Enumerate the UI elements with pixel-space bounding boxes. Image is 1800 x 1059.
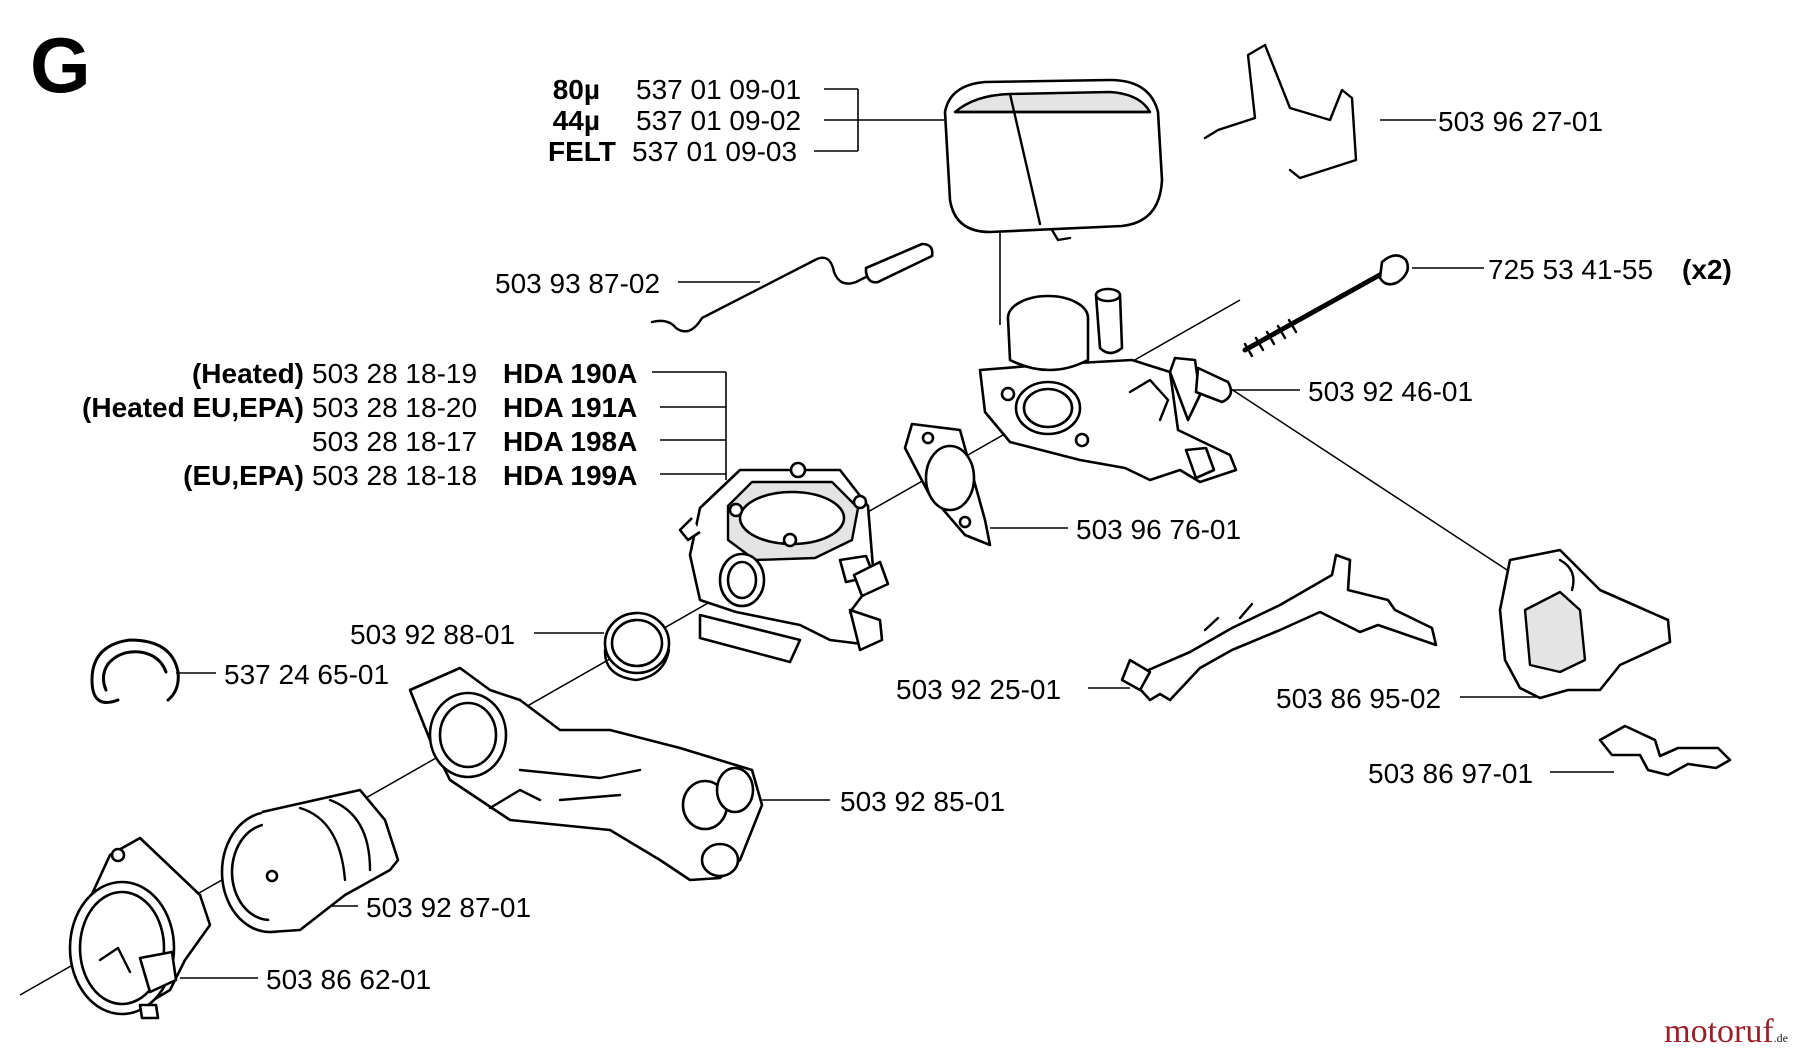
part-number-label[interactable]: 537 01 09-03 [632, 136, 798, 167]
carburetor-model-label: HDA 191A [503, 392, 638, 423]
part-number-label[interactable]: 503 28 18-19 [312, 358, 478, 389]
carburetor-variant-note: (Heated) [191, 358, 304, 389]
part-number-label[interactable]: 503 96 27-01 [1438, 106, 1604, 137]
circlip-part [90, 638, 180, 704]
carburetor-part [678, 461, 890, 664]
carburetor-variant-note: (Heated EU,EPA) [82, 392, 304, 423]
throttle-lever-part [1120, 553, 1438, 702]
filter-grade-label: 80µ [552, 74, 600, 105]
part-number-label[interactable]: 503 28 18-18 [312, 460, 478, 491]
bolt-part [1242, 254, 1410, 358]
filter-grade-label: 44µ [552, 105, 600, 136]
watermark-brand: motoruf [1664, 1013, 1774, 1050]
part-number-label[interactable]: 503 86 62-01 [266, 964, 432, 995]
watermark-tld: .de [1773, 1031, 1788, 1045]
carburetor-model-label: HDA 199A [503, 460, 638, 491]
gasket-part [903, 422, 992, 547]
section-letter: G [30, 21, 91, 109]
part-number-label[interactable]: 537 01 09-02 [636, 105, 802, 136]
intake-boot-part [220, 788, 400, 934]
carburetor-flange-part [68, 836, 212, 1020]
filter-grade-label: FELT [548, 136, 616, 167]
part-number-label[interactable]: 503 92 85-01 [840, 786, 1006, 817]
carburetor-variant-note: (EU,EPA) [183, 460, 304, 491]
part-number-label[interactable]: 503 28 18-20 [312, 392, 478, 423]
part-number-label[interactable]: 503 92 46-01 [1308, 376, 1474, 407]
spring-plate-part [1598, 724, 1732, 777]
part-number-label[interactable]: 503 92 88-01 [350, 619, 516, 650]
part-number-label[interactable]: 503 28 18-17 [312, 426, 478, 457]
watermark: motoruf.de [1664, 1013, 1788, 1051]
part-number-label[interactable]: 503 92 25-01 [896, 674, 1062, 705]
lever-cover-part [1498, 548, 1672, 700]
part-number-label[interactable]: 503 96 76-01 [1076, 514, 1242, 545]
part-number-label[interactable]: 503 92 87-01 [366, 892, 532, 923]
part-number-label[interactable]: 537 24 65-01 [224, 659, 390, 690]
part-number-label[interactable]: 503 86 97-01 [1368, 758, 1534, 789]
throttle-axis-line [1224, 384, 1531, 586]
part-number-label[interactable]: 503 93 87-02 [495, 268, 661, 299]
filter-clip-part [1203, 43, 1358, 180]
ring-seal-part [603, 611, 671, 682]
part-number-label[interactable]: 537 01 09-01 [636, 74, 802, 105]
leader-lines [176, 88, 1614, 979]
carburetor-adaptor-part [978, 287, 1238, 484]
carburetor-model-label: HDA 190A [503, 358, 638, 389]
quantity-label: (x2) [1682, 254, 1732, 285]
carburetor-model-label: HDA 198A [503, 426, 638, 457]
intake-manifold-part [408, 666, 764, 882]
part-number-label[interactable]: 725 53 41-55 [1488, 254, 1654, 285]
part-number-label[interactable]: 503 86 95-02 [1276, 683, 1442, 714]
air-filter-part [943, 78, 1164, 242]
choke-rod-part [650, 242, 934, 333]
